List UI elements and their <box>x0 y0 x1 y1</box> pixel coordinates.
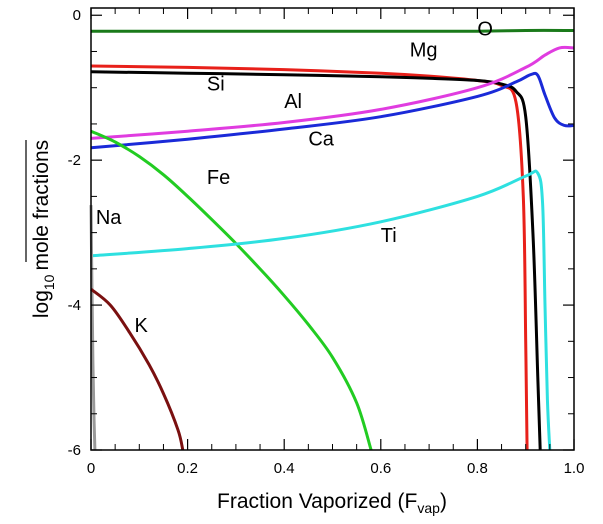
series-label-al: Al <box>284 91 302 113</box>
x-tick-label: 0.2 <box>177 460 198 477</box>
series-label-o: O <box>477 19 493 41</box>
y-axis-title-prefix: log <box>30 290 53 318</box>
x-tick-label: 0 <box>87 460 95 477</box>
x-tick-label: 0.4 <box>274 460 295 477</box>
series-label-fe: Fe <box>207 167 230 189</box>
series-label-ca: Ca <box>308 129 334 151</box>
y-tick-label: 0 <box>73 7 81 24</box>
series-line-k <box>90 287 185 451</box>
y-axis-title-main: mole fractions <box>30 140 53 271</box>
x-axis-title: Fraction Vaporized (Fvap) <box>217 490 447 516</box>
x-tick-label: 0.6 <box>370 460 391 477</box>
series-line-mg <box>90 64 529 451</box>
series-label-ti: Ti <box>381 225 397 247</box>
series-label-na: Na <box>96 207 122 229</box>
x-axis-title-main: Fraction Vaporized (F <box>217 490 417 513</box>
series-line-ca <box>90 71 575 150</box>
y-tick-label: -4 <box>68 297 81 314</box>
series-line-al <box>90 45 575 140</box>
y-axis-title: log10 mole fractions <box>30 140 57 318</box>
series-line-o <box>90 28 575 33</box>
x-tick-label: 0.8 <box>467 460 488 477</box>
y-tick-label: -6 <box>68 442 81 459</box>
series-label-si: Si <box>207 74 225 96</box>
series-line-ti <box>90 169 552 451</box>
series-line-fe <box>90 129 373 451</box>
x-axis-title-close: ) <box>440 490 447 513</box>
x-tick-label: 1.0 <box>564 460 585 477</box>
x-axis-title-sub: vap <box>417 500 440 516</box>
y-axis-title-sub: 10 <box>41 274 57 290</box>
series-label-mg: Mg <box>410 40 438 62</box>
series-layer <box>89 28 575 451</box>
ticks-layer: 0 0.2 0.4 0.6 0.8 1.0 0 -2 -4 -6 <box>68 7 585 477</box>
y-tick-label: -2 <box>68 152 81 169</box>
series-label-k: K <box>134 315 148 337</box>
